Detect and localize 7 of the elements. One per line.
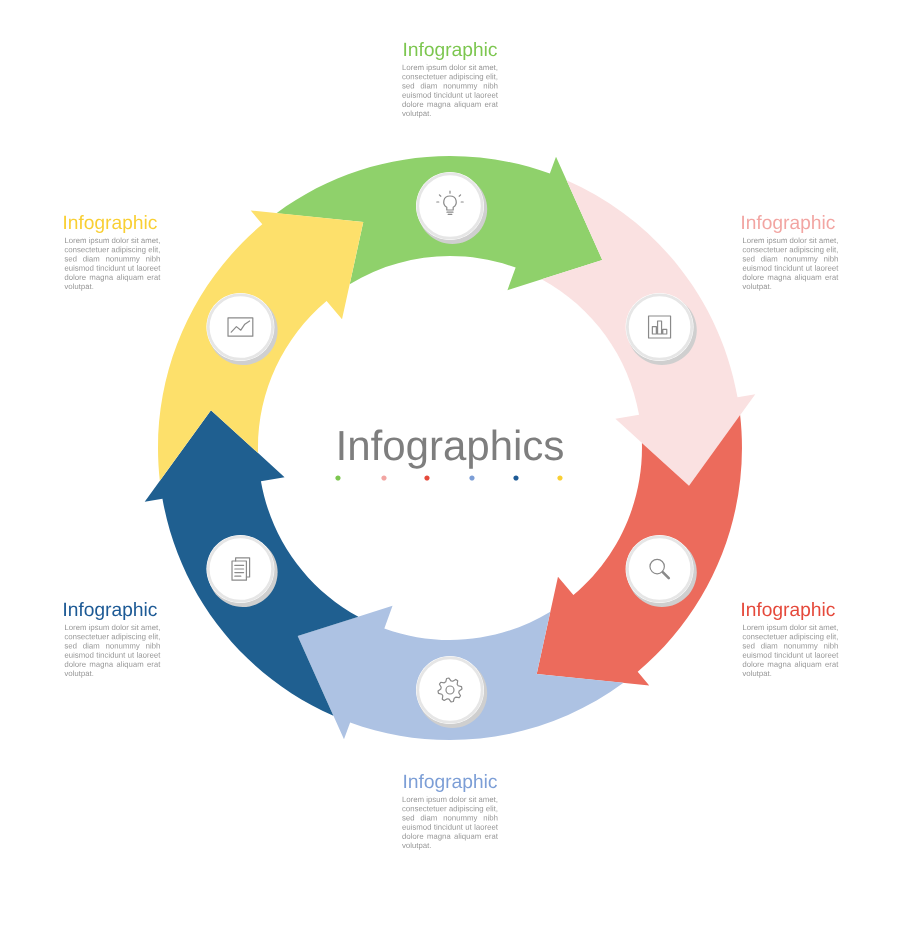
heading: Infographic: [64, 215, 157, 233]
heading: Infographic: [742, 215, 835, 233]
heading: Infographic: [742, 602, 835, 620]
heading: Infographic: [404, 774, 497, 792]
title: Infographics: [339, 429, 563, 469]
heading: Infographic: [64, 602, 157, 620]
heading: Infographic: [404, 42, 497, 60]
